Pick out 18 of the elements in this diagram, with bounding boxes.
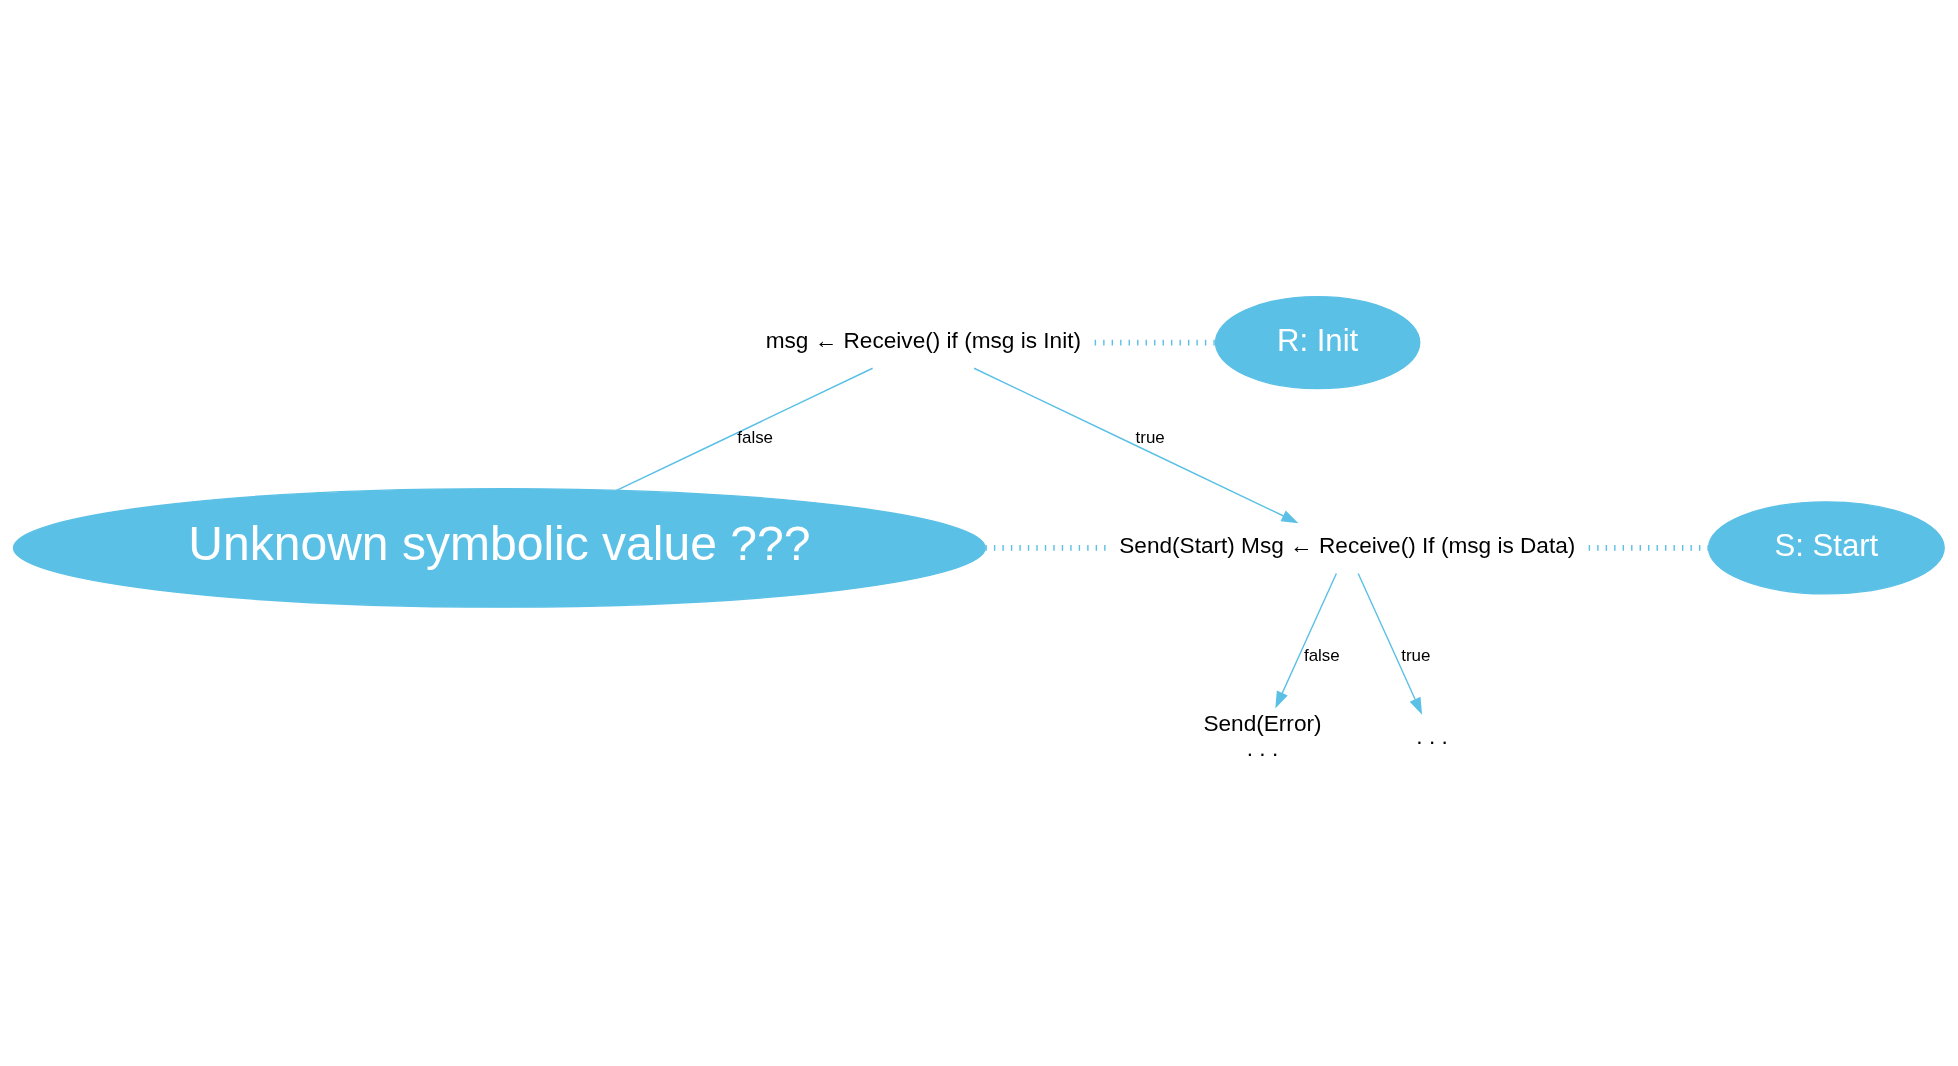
- node-ellipse: Unknown symbolic value ???: [12, 487, 986, 608]
- connector: [985, 545, 1107, 551]
- edge-label: true: [1135, 428, 1165, 448]
- node-ellipse: R: Init: [1214, 295, 1421, 390]
- connector: [1094, 339, 1216, 346]
- arrow: [1275, 572, 1338, 709]
- node-text: Send(Start) Msg ← Receive() If (msg is Data): [1119, 533, 1576, 559]
- connector: [1588, 545, 1708, 551]
- arrow: [1357, 572, 1423, 715]
- node-text: Send(Error) . . .: [1203, 710, 1322, 762]
- connector: [615, 367, 874, 492]
- edge-label: false: [737, 428, 774, 448]
- edge-label: true: [1401, 646, 1431, 666]
- node-text: . . .: [1416, 723, 1448, 749]
- edge-label: false: [1303, 646, 1340, 666]
- node-text: msg ← Receive() if (msg is Init): [765, 327, 1081, 353]
- node-ellipse: S: Start: [1707, 501, 1945, 595]
- arrow: [973, 367, 1299, 524]
